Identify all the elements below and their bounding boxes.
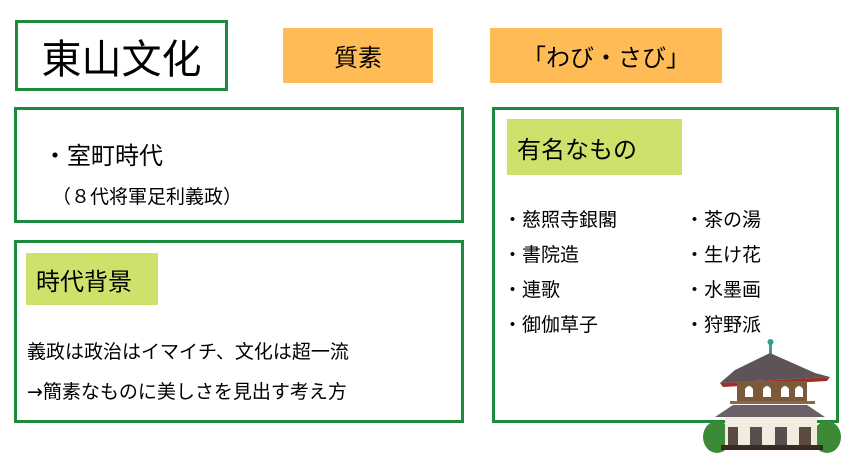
- background-box: 時代背景 義政は政治はイマイチ、文化は超一流 →簡素なものに美しさを見出す考え方: [14, 240, 464, 423]
- tag-wabisabi: 「わび・さび」: [490, 28, 722, 83]
- background-label: 時代背景: [26, 253, 158, 305]
- title-box: 東山文化: [15, 20, 228, 91]
- ginkakuji-illustration: [703, 339, 841, 453]
- era-detail: （８代将軍足利義政）: [52, 186, 243, 208]
- era-box: ・室町時代 （８代将軍足利義政）: [14, 107, 464, 223]
- tag-shisso: 質素: [283, 28, 433, 83]
- famous-item: ・慈照寺銀閣: [503, 209, 618, 231]
- famous-item: ・連歌: [503, 279, 561, 301]
- background-line: →簡素なものに美しさを見出す考え方: [27, 381, 347, 403]
- famous-item: ・狩野派: [685, 314, 762, 336]
- page-title: 東山文化: [41, 36, 202, 83]
- famous-item: ・生け花: [685, 244, 762, 266]
- famous-item: ・書院造: [503, 244, 580, 266]
- era-line: ・室町時代: [43, 142, 163, 170]
- famous-item: ・御伽草子: [503, 314, 599, 336]
- background-line: 義政は政治はイマイチ、文化は超一流: [27, 341, 349, 363]
- famous-item: ・水墨画: [685, 279, 762, 301]
- famous-item: ・茶の湯: [685, 209, 762, 231]
- famous-box: 有名なもの ・慈照寺銀閣 ・書院造 ・連歌 ・御伽草子 ・茶の湯 ・生け花 ・水…: [492, 107, 839, 423]
- famous-label: 有名なもの: [507, 119, 682, 175]
